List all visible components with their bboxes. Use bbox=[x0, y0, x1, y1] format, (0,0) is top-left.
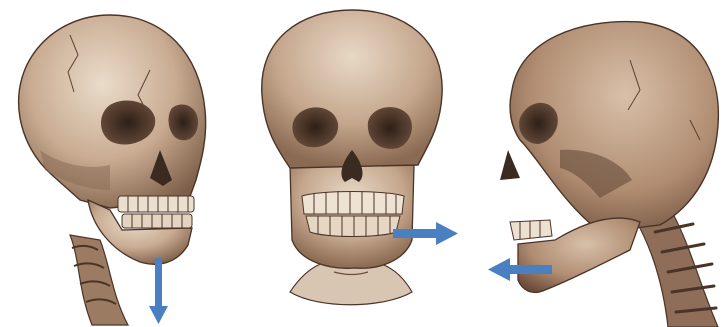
upper-teeth bbox=[118, 196, 194, 212]
upper-teeth bbox=[302, 191, 404, 214]
arrow-down-icon bbox=[149, 258, 168, 324]
skull-three-quarter-view bbox=[19, 15, 206, 325]
upper-teeth bbox=[510, 220, 552, 240]
skull-side-view bbox=[488, 22, 718, 327]
nasal-cavity bbox=[500, 150, 520, 180]
cranium bbox=[262, 10, 442, 168]
lower-teeth bbox=[306, 216, 400, 237]
skull-front-view bbox=[262, 10, 458, 305]
lower-teeth bbox=[122, 214, 192, 228]
